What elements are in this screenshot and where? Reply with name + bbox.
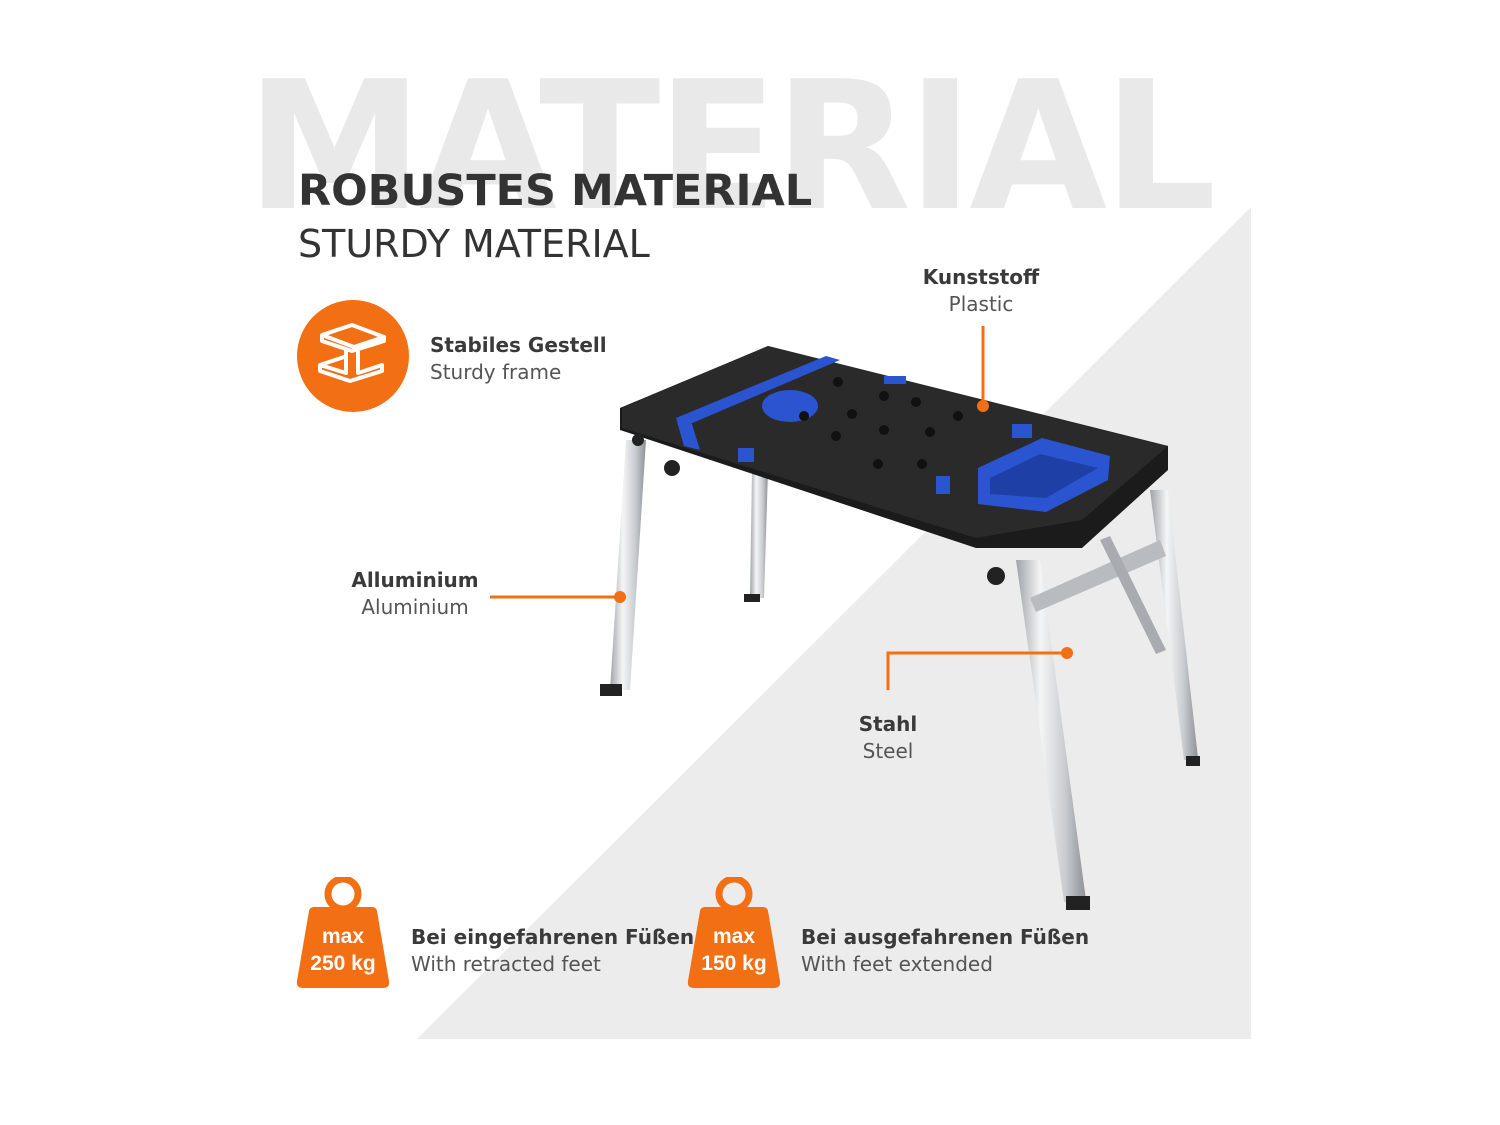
load-250-line2: 250 kg — [310, 952, 375, 975]
load-250-german: Bei eingefahrenen Füßen — [411, 925, 695, 949]
background-word: MATERIAL — [246, 43, 1217, 250]
load-250-line1: max — [322, 925, 364, 948]
callout-aluminium-english: Aluminium — [361, 595, 469, 619]
load-150-german: Bei ausgefahrenen Füßen — [801, 925, 1090, 949]
aluminium-marker — [614, 591, 626, 603]
callout-steel-english: Steel — [862, 739, 914, 763]
callout-steel-german: Stahl — [858, 712, 918, 736]
load-150-line2: 150 kg — [701, 952, 766, 975]
frame-feature-german: Stabiles Gestell — [430, 333, 607, 357]
frame-feature-label: Stabiles Gestell Sturdy frame — [430, 332, 607, 386]
load-150-line1: max — [713, 925, 755, 948]
callout-aluminium: Alluminium Aluminium — [350, 567, 480, 621]
frame-feature-english: Sturdy frame — [430, 360, 562, 384]
weight-icon: max 250 kg — [296, 877, 390, 988]
steel-beam-icon — [297, 300, 409, 412]
load-150-label: Bei ausgefahrenen Füßen With feet extend… — [801, 924, 1089, 978]
weight-icon: max 150 kg — [687, 877, 781, 988]
callout-aluminium-german: Alluminium — [351, 568, 479, 592]
heading-english: STURDY MATERIAL — [298, 222, 650, 266]
callout-plastic-english: Plastic — [948, 292, 1014, 316]
load-150-english: With feet extended — [801, 952, 993, 976]
callout-steel: Stahl Steel — [838, 711, 938, 765]
callout-plastic: Kunststoff Plastic — [921, 264, 1041, 318]
callout-plastic-german: Kunststoff — [922, 265, 1040, 289]
load-250-english: With retracted feet — [411, 952, 601, 976]
steel-marker — [1061, 647, 1073, 659]
load-250-label: Bei eingefahrenen Füßen With retracted f… — [411, 924, 694, 978]
heading-german: ROBUSTES MATERIAL — [298, 166, 813, 216]
plastic-marker — [977, 400, 989, 412]
